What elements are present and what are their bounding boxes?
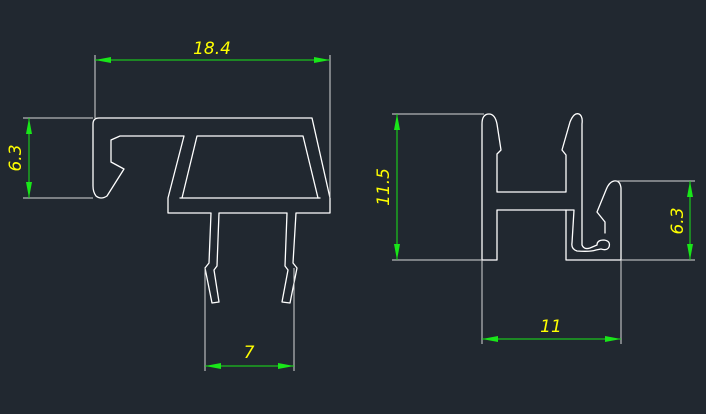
dimension-height-11-5: 11.5 xyxy=(374,114,400,260)
arrowhead xyxy=(394,244,400,260)
arrowhead xyxy=(205,363,221,369)
arrowhead xyxy=(687,181,693,197)
dim-label-11-5: 11.5 xyxy=(374,168,394,206)
dim-label-7: 7 xyxy=(244,343,255,363)
dim-label-18-4: 18.4 xyxy=(193,39,231,59)
arrowhead xyxy=(687,244,693,260)
left-profile-inner-chamber xyxy=(181,135,319,199)
right-profile-inner-channel xyxy=(565,180,622,261)
right-profile: 11.5 6.3 11 xyxy=(374,113,695,344)
arrowhead xyxy=(278,363,294,369)
left-profile: 18.4 6.3 7 xyxy=(6,39,331,371)
dim-label-6-3-left: 6.3 xyxy=(6,144,26,171)
arrowhead xyxy=(95,57,111,63)
right-profile-outline xyxy=(481,113,611,261)
dimension-height-6-3-right: 6.3 xyxy=(668,181,693,260)
dim-label-11: 11 xyxy=(540,317,562,337)
dimension-width-18-4: 18.4 xyxy=(95,39,330,63)
dimension-stem-7: 7 xyxy=(205,343,294,369)
left-profile-outline xyxy=(92,117,331,304)
dimension-height-6-3-left: 6.3 xyxy=(6,118,32,198)
arrowhead xyxy=(26,182,32,198)
arrowhead xyxy=(394,114,400,130)
dim-label-6-3-right: 6.3 xyxy=(668,207,688,234)
arrowhead xyxy=(314,57,330,63)
dimension-width-11: 11 xyxy=(482,317,621,342)
arrowhead xyxy=(482,336,498,342)
arrowhead xyxy=(26,118,32,134)
arrowhead xyxy=(605,336,621,342)
